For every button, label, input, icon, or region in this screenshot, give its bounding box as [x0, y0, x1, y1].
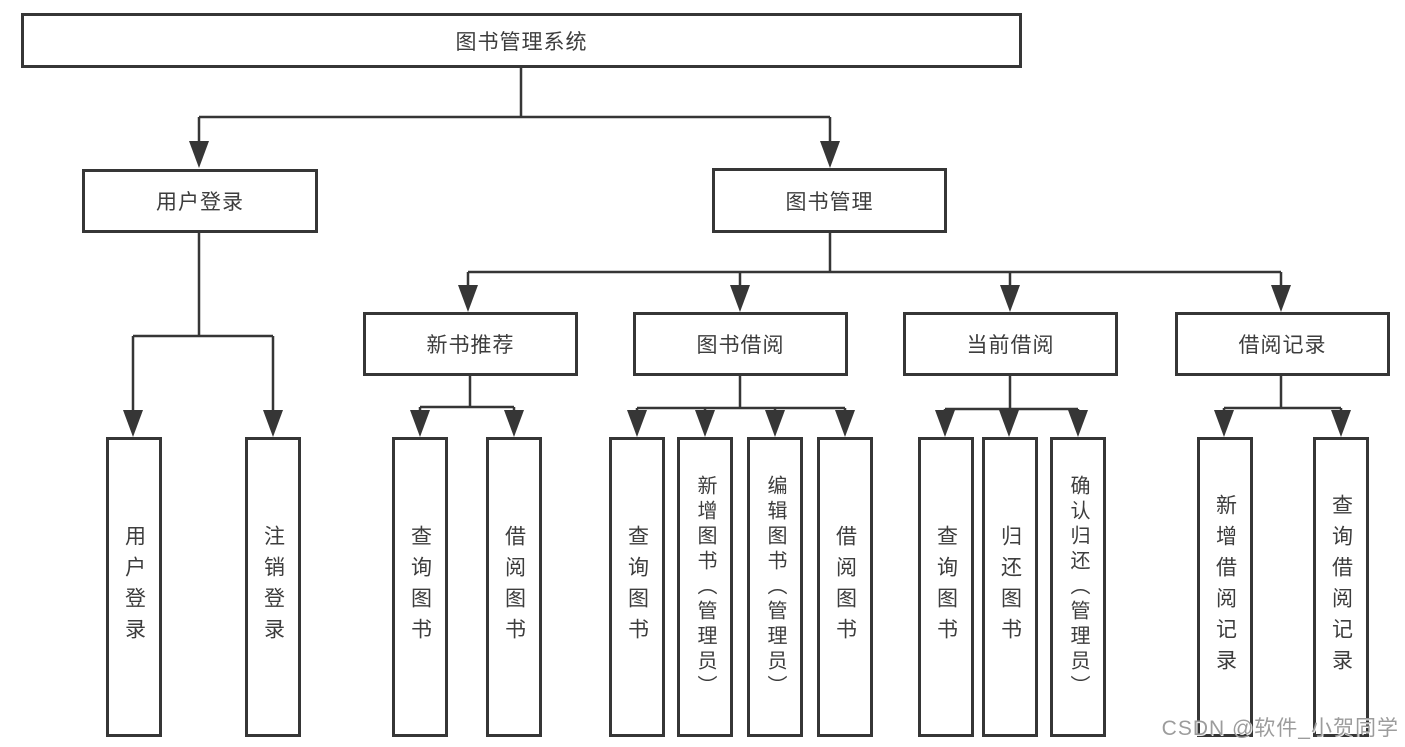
node-borrowing-records: 借阅记录: [1175, 312, 1390, 376]
leaf-label: 确认归还（管理员）: [1067, 474, 1089, 700]
leaf-return-books: 归还图书: [982, 437, 1038, 737]
node-new-book-recommend: 新书推荐: [363, 312, 578, 376]
node-label: 图书借阅: [696, 334, 785, 357]
leaf-label: 新增借阅记录: [1213, 494, 1237, 680]
node-book-borrowing: 图书借阅: [633, 312, 848, 376]
leaf-query-borrow-record: 查询借阅记录: [1313, 437, 1369, 737]
leaf-query-books-2: 查询图书: [609, 437, 665, 737]
leaf-label: 新增图书（管理员）: [694, 474, 716, 700]
leaf-label: 查询图书: [934, 525, 958, 649]
node-label: 图书管理系统: [455, 30, 588, 54]
node-book-management: 图书管理: [712, 168, 947, 233]
leaf-label: 查询借阅记录: [1329, 494, 1353, 680]
leaf-query-books-3: 查询图书: [918, 437, 974, 737]
leaf-add-books-admin: 新增图书（管理员）: [677, 437, 733, 737]
leaf-label: 编辑图书（管理员）: [764, 474, 786, 700]
leaf-add-borrow-record: 新增借阅记录: [1197, 437, 1253, 737]
leaf-label: 注销登录: [261, 525, 285, 649]
leaf-user-login: 用户登录: [106, 437, 162, 737]
leaf-confirm-return-admin: 确认归还（管理员）: [1050, 437, 1106, 737]
watermark: CSDN @软件_小贺同学: [1161, 717, 1399, 740]
leaf-query-books-1: 查询图书: [392, 437, 448, 737]
node-label: 图书管理: [785, 190, 874, 214]
node-label: 借阅记录: [1238, 334, 1327, 357]
leaf-borrow-books-2: 借阅图书: [817, 437, 873, 737]
node-label: 新书推荐: [426, 334, 515, 357]
leaf-label: 借阅图书: [833, 525, 857, 649]
leaf-label: 查询图书: [625, 525, 649, 649]
node-user-login: 用户登录: [82, 169, 318, 233]
node-root-system: 图书管理系统: [21, 13, 1022, 68]
leaf-logout: 注销登录: [245, 437, 301, 737]
leaf-edit-books-admin: 编辑图书（管理员）: [747, 437, 803, 737]
leaf-label: 查询图书: [408, 525, 432, 649]
leaf-borrow-books-1: 借阅图书: [486, 437, 542, 737]
node-label: 用户登录: [156, 191, 244, 214]
leaf-label: 归还图书: [998, 525, 1022, 649]
leaf-label: 用户登录: [122, 525, 146, 649]
leaf-label: 借阅图书: [502, 525, 526, 649]
node-label: 当前借阅: [966, 334, 1055, 357]
node-current-borrowing: 当前借阅: [903, 312, 1118, 376]
